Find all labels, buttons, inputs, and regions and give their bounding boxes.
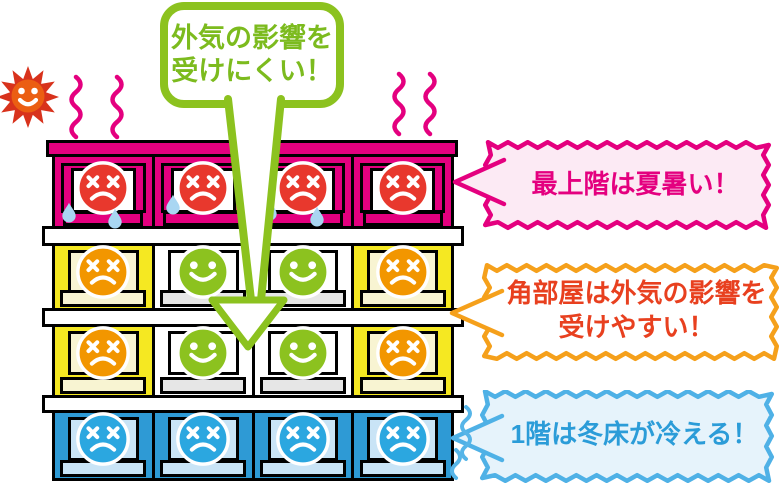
face-distressed-icon bbox=[176, 412, 230, 466]
summer-bubble-shape bbox=[452, 140, 772, 231]
face-distressed bbox=[174, 159, 232, 217]
guard-bubble: 外気の影響を 受けにくい！ bbox=[160, 2, 344, 108]
first-floor bbox=[52, 410, 454, 481]
face-happy bbox=[274, 324, 332, 382]
face-distressed bbox=[174, 410, 232, 468]
bubble-jagged-border bbox=[482, 140, 772, 231]
face-distressed bbox=[274, 410, 332, 468]
apartment-unit bbox=[351, 324, 451, 395]
face-distressed-icon bbox=[375, 161, 430, 215]
winter-label: 1階は冬床が冷える！ bbox=[510, 419, 759, 450]
face-distressed-icon bbox=[76, 326, 131, 380]
face-distressed bbox=[74, 324, 132, 382]
apartment-unit bbox=[55, 157, 152, 229]
face-happy-icon bbox=[176, 245, 230, 299]
face-distressed-icon bbox=[76, 161, 131, 215]
middle-floor-lower bbox=[52, 324, 454, 395]
bubble-jagged-border bbox=[479, 390, 775, 483]
face-happy-icon bbox=[276, 245, 330, 299]
sweat-drop bbox=[309, 206, 324, 227]
apartment-unit bbox=[55, 243, 152, 308]
sun-icon bbox=[0, 66, 59, 128]
cold-squiggle-icons bbox=[450, 405, 472, 480]
face-distressed-icon bbox=[276, 412, 330, 466]
apartment-unit bbox=[55, 410, 152, 478]
sweat-drop-icon bbox=[310, 206, 324, 227]
face-distressed-icon bbox=[375, 326, 430, 380]
bubble-jagged-border bbox=[481, 262, 779, 362]
winter-callout: 1階は冬床が冷える！ bbox=[448, 390, 779, 483]
face-distressed bbox=[74, 410, 132, 468]
guard-bubble-line1: 外気の影響を bbox=[171, 23, 333, 54]
face-distressed-icon bbox=[176, 161, 230, 215]
apartment-unit bbox=[251, 324, 352, 395]
guard-arrow bbox=[208, 95, 288, 351]
sweat-drop bbox=[108, 208, 123, 229]
bubble-pointer bbox=[449, 288, 505, 338]
face-happy bbox=[274, 243, 332, 301]
face-happy bbox=[174, 243, 232, 301]
bubble-pointer bbox=[452, 157, 507, 207]
bubble-pointer bbox=[450, 413, 505, 463]
face-happy-icon bbox=[276, 326, 330, 380]
apartment-unit bbox=[151, 410, 252, 478]
top-floor bbox=[52, 157, 454, 229]
sweat-drop bbox=[62, 202, 77, 223]
face-distressed-icon bbox=[375, 245, 430, 299]
floor-slab bbox=[42, 395, 464, 413]
winter-bubble-shape bbox=[450, 390, 775, 483]
apartment-unit bbox=[351, 243, 451, 308]
summer-label: 最上階は夏暑い！ bbox=[531, 169, 740, 200]
face-distressed-icon bbox=[76, 245, 131, 299]
apartment-unit bbox=[55, 324, 152, 395]
apartment-unit bbox=[151, 324, 252, 395]
face-distressed bbox=[374, 159, 432, 217]
face-distressed bbox=[74, 159, 132, 217]
corner-label-line1: 角部屋は外気の影響を bbox=[506, 278, 767, 309]
face-distressed bbox=[374, 410, 432, 468]
face-distressed bbox=[274, 159, 332, 217]
face-distressed-icon bbox=[276, 161, 330, 215]
face-distressed-icon bbox=[375, 412, 430, 466]
apartment-unit bbox=[351, 157, 451, 226]
sweat-drop-icon bbox=[108, 208, 123, 229]
face-happy bbox=[174, 324, 232, 382]
sweat-drop bbox=[166, 194, 181, 215]
corner-label-line2: 受けやすい！ bbox=[558, 312, 715, 342]
corner-callout: 角部屋は外気の影響を 受けやすい！ bbox=[448, 262, 779, 362]
guard-bubble-line2: 受けにくい！ bbox=[171, 56, 333, 86]
sweat-drop-icon bbox=[62, 202, 77, 223]
face-distressed bbox=[74, 243, 132, 301]
face-distressed bbox=[374, 243, 432, 301]
corner-bubble-shape bbox=[449, 262, 779, 362]
face-distressed bbox=[374, 324, 432, 382]
summer-callout: 最上階は夏暑い！ bbox=[450, 140, 779, 232]
apartment-unit bbox=[151, 243, 252, 308]
face-distressed-icon bbox=[76, 412, 131, 466]
face-happy-icon bbox=[176, 326, 230, 380]
sweat-drop-icon bbox=[166, 194, 180, 215]
apartment-unit bbox=[351, 410, 451, 478]
apartment-unit bbox=[251, 410, 352, 478]
heat-squiggle-icons bbox=[69, 71, 437, 140]
apartment-unit bbox=[251, 157, 352, 227]
